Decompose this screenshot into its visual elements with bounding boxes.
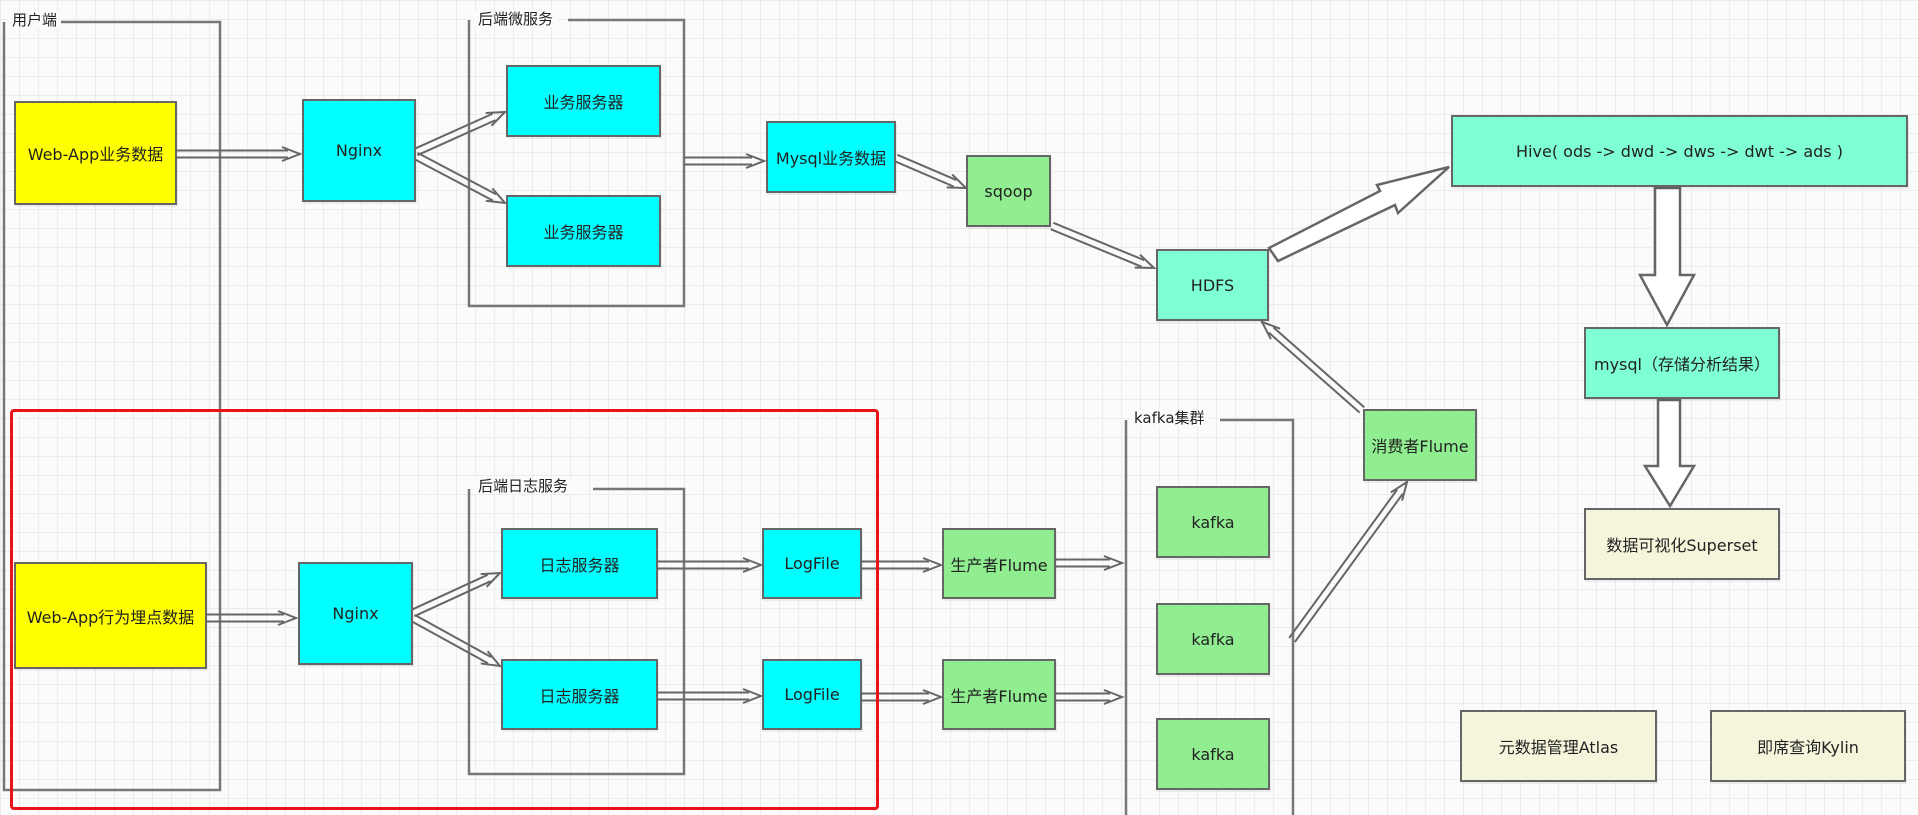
sqoop-node[interactable]: sqoop xyxy=(966,155,1051,227)
webapp-business-data-node[interactable]: Web-App业务数据 xyxy=(14,101,177,205)
kafka-group-frame xyxy=(1124,418,1295,815)
log-server-1-node[interactable]: 日志服务器 xyxy=(501,528,658,599)
mysql-business-data-node[interactable]: Mysql业务数据 xyxy=(766,121,896,193)
highlight-box-tracking-pipeline xyxy=(10,409,879,810)
arrow-nginx-top-to-server-1 xyxy=(414,110,508,157)
arrow-log-1-to-logfile-1 xyxy=(658,557,764,573)
log-service-group-label: 后端日志服务 xyxy=(474,478,573,494)
big-arrow-hdfs-to-hive xyxy=(1267,165,1450,263)
arrow-webapp-to-nginx-top xyxy=(177,146,303,162)
arrow-nginx-bottom-to-log-2 xyxy=(410,614,503,668)
kafka-2-node[interactable]: kafka xyxy=(1156,603,1270,675)
arrow-mysql-to-sqoop xyxy=(894,153,969,190)
consumer-flume-node[interactable]: 消费者Flume xyxy=(1363,409,1477,481)
microservice-group-label: 后端微服务 xyxy=(474,11,558,27)
big-arrows xyxy=(1267,165,1697,509)
arrow-sqoop-to-hdfs xyxy=(1050,221,1157,270)
atlas-metadata-node[interactable]: 元数据管理Atlas xyxy=(1460,710,1657,782)
kafka-3-node[interactable]: kafka xyxy=(1156,718,1270,790)
arrow-consumer-flume-to-hdfs xyxy=(1259,320,1365,414)
business-server-2-node[interactable]: 业务服务器 xyxy=(506,195,661,267)
group-frames xyxy=(2,18,1295,815)
arrow-kafka-to-consumer-flume xyxy=(1288,479,1409,643)
arrow-logfile-2-to-flume-2 xyxy=(862,689,944,705)
mysql-result-node[interactable]: mysql（存储分析结果） xyxy=(1584,327,1780,399)
big-arrow-hive-to-mysql xyxy=(1637,186,1697,328)
big-arrow-mysql-to-superset xyxy=(1642,398,1697,509)
logfile-1-node[interactable]: LogFile xyxy=(762,528,862,599)
kylin-query-node[interactable]: 即席查询Kylin xyxy=(1710,710,1906,782)
client-group-label: 用户端 xyxy=(8,12,62,28)
superset-node[interactable]: 数据可视化Superset xyxy=(1584,508,1780,580)
arrow-flume-2-to-kafka xyxy=(1056,689,1125,705)
nginx-top-node[interactable]: Nginx xyxy=(302,99,416,202)
arrow-logfile-1-to-flume-1 xyxy=(862,557,944,573)
producer-flume-2-node[interactable]: 生产者Flume xyxy=(942,659,1056,730)
kafka-1-node[interactable]: kafka xyxy=(1156,486,1270,558)
kafka-group-label: kafka集群 xyxy=(1130,410,1209,426)
webapp-tracking-data-node[interactable]: Web-App行为埋点数据 xyxy=(14,562,207,669)
arrow-microservice-to-mysql xyxy=(684,153,767,169)
hive-node[interactable]: Hive( ods -> dwd -> dws -> dwt -> ads ) xyxy=(1451,115,1908,187)
nginx-bottom-node[interactable]: Nginx xyxy=(298,562,413,665)
producer-flume-1-node[interactable]: 生产者Flume xyxy=(942,528,1056,599)
business-server-1-node[interactable]: 业务服务器 xyxy=(506,65,661,137)
client-group-frame xyxy=(2,20,222,792)
arrow-nginx-bottom-to-log-1 xyxy=(411,571,503,618)
arrows xyxy=(177,110,1409,705)
arrow-flume-1-to-kafka xyxy=(1056,555,1125,571)
microservice-group-frame xyxy=(467,18,686,308)
arrow-log-2-to-logfile-2 xyxy=(658,688,764,704)
hdfs-node[interactable]: HDFS xyxy=(1156,249,1269,321)
log-service-group-frame xyxy=(467,487,686,776)
log-server-2-node[interactable]: 日志服务器 xyxy=(501,659,658,730)
arrow-webapp-to-nginx-bottom xyxy=(207,610,299,626)
logfile-2-node[interactable]: LogFile xyxy=(762,659,862,730)
arrow-nginx-top-to-server-2 xyxy=(413,152,508,205)
